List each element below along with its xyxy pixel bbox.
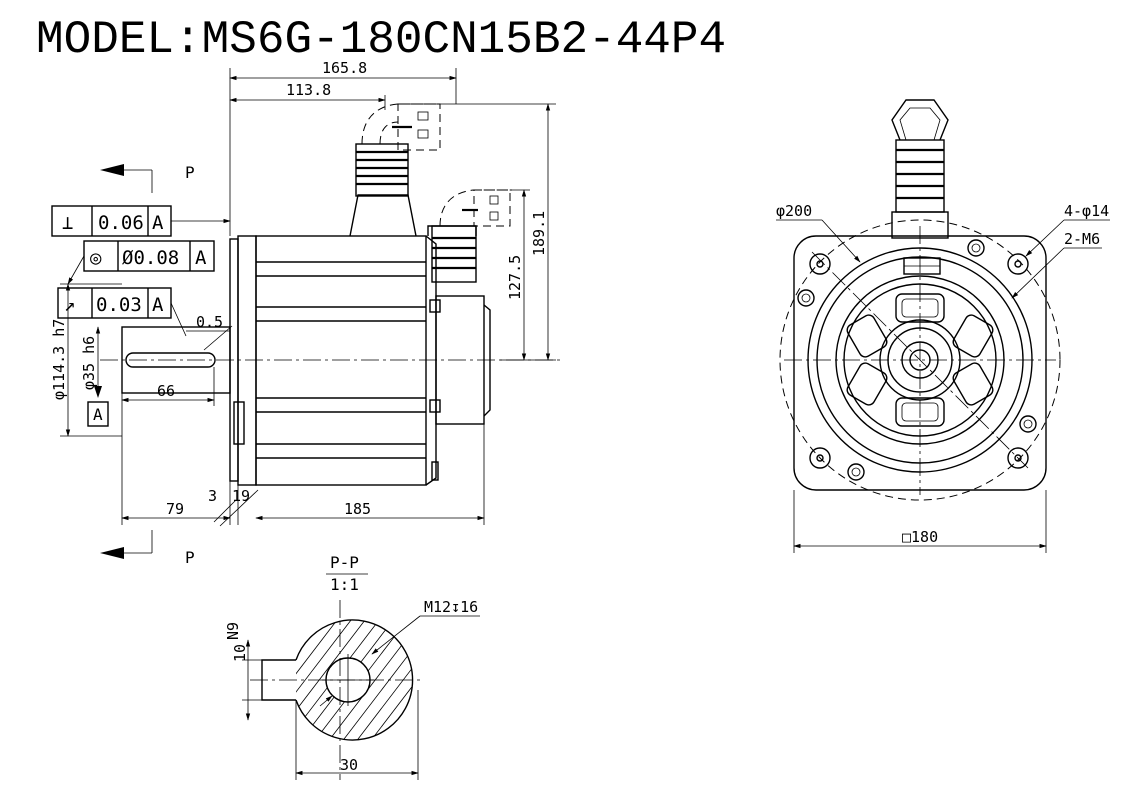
key-fit-label: N9 (224, 622, 242, 640)
thread-label: M12↧16 (424, 598, 478, 616)
motor-body (255, 235, 491, 486)
hole-count-label: 4-φ14 (1064, 202, 1109, 220)
tol2-symbol: ◎ (90, 247, 102, 269)
dim-shaft-extension: 79 (166, 500, 184, 518)
tol1-value: 0.06 (98, 212, 144, 234)
tol3-symbol: ↗ (64, 294, 75, 316)
tolerance-runout: ↗ 0.03 A (57, 287, 187, 337)
key-width-label: 10 (231, 644, 249, 662)
pilot-diameter-label: φ114.3 h7 (50, 319, 68, 400)
power-connector (349, 103, 441, 237)
tapped-hole-label: 2-M6 (1064, 230, 1100, 248)
dim-height-large: 189.1 (530, 211, 548, 256)
dim-shaft-length: 66 (157, 382, 175, 400)
dim-connector-offset: 113.8 (286, 81, 331, 99)
front-connector (891, 99, 949, 239)
dim-flange-thickness: 3 (208, 487, 217, 505)
front-view: φ200 4-φ14 2-M6 □180 (776, 99, 1110, 553)
side-view: 165.8 113.8 189.1 127.5 79 185 3 19 66 0… (50, 59, 560, 567)
diameter-label: 30 (340, 756, 358, 774)
section-scale: 1:1 (330, 575, 359, 594)
mounting-holes (797, 239, 1037, 481)
flange (229, 235, 257, 486)
tol2-value: Ø0.08 (122, 247, 179, 269)
encoder-connector (427, 189, 512, 283)
section-title: P-P (330, 553, 359, 572)
square-size-label: □180 (902, 528, 938, 546)
tolerance-perpendicularity: ⊥ 0.06 A (51, 205, 231, 237)
model-title: MODEL:MS6G-180CN15B2-44P4 (36, 14, 726, 66)
dim-pilot-depth: 19 (232, 487, 250, 505)
section-view: P-P 1:1 (224, 553, 480, 780)
tol2-datum: A (195, 247, 207, 269)
pcd-label: φ200 (776, 202, 812, 220)
tolerance-concentricity: ◎ Ø0.08 A (67, 240, 215, 285)
tol3-datum: A (152, 294, 164, 316)
tol1-symbol: ⊥ (62, 212, 73, 234)
datum-a: A (93, 405, 103, 424)
section-marker-bottom: P (185, 548, 195, 567)
section-marker-top: P (185, 163, 195, 182)
tol1-datum: A (152, 212, 164, 234)
dim-overall-length: 165.8 (322, 59, 367, 77)
dim-height-small: 127.5 (506, 255, 524, 300)
shaft-diameter-label: φ35 h6 (80, 336, 98, 390)
dim-flange-gap: 0.5 (196, 313, 223, 331)
dim-body-length: 185 (344, 500, 371, 518)
tol3-value: 0.03 (96, 294, 142, 316)
